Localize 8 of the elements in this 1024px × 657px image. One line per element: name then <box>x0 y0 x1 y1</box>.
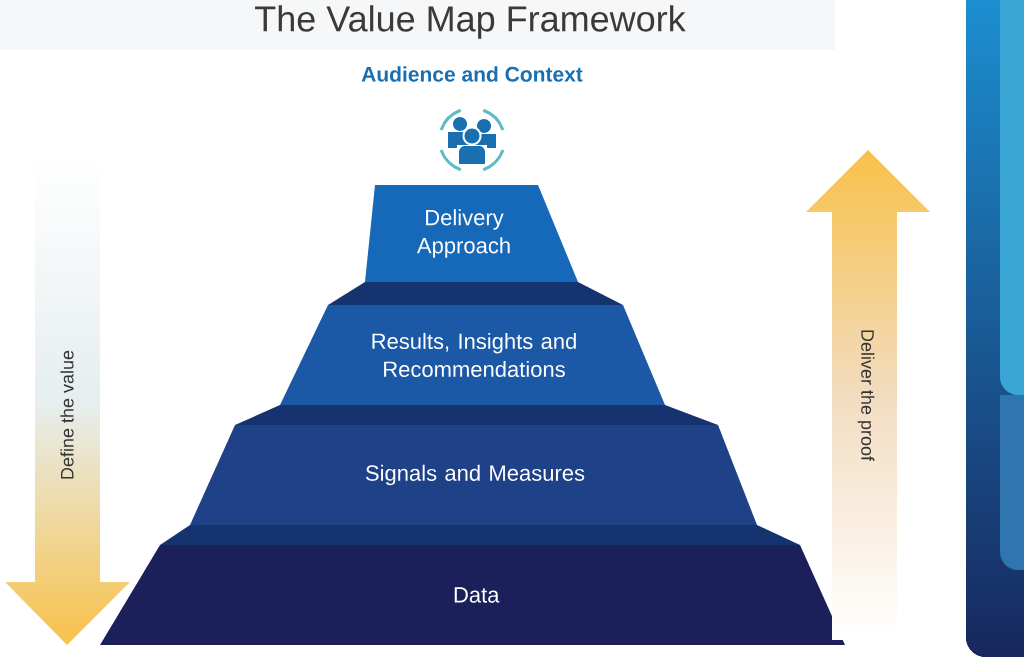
pyramid-tier: Results, Insights and Recommendations <box>280 305 665 405</box>
pyramid-tier: Delivery Approach <box>365 185 578 282</box>
up-arrow: Deliver the proof <box>857 330 875 462</box>
section-heading: Audience and Context <box>361 66 583 82</box>
pyramid-tier: Signals and Measures <box>190 425 757 525</box>
title: The Value Map Framework <box>255 5 686 39</box>
pyramid-tier: Data <box>100 545 845 645</box>
down-arrow: Define the value <box>60 350 74 479</box>
